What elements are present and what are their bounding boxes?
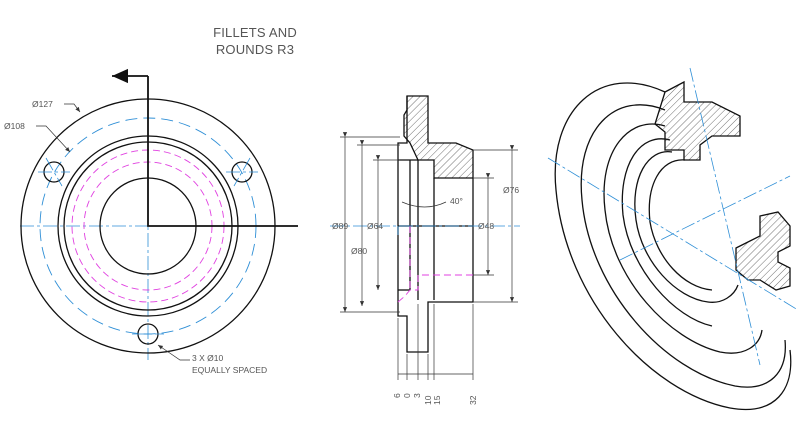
- label-dia-80: Ø80: [351, 246, 367, 256]
- front-view: Ø127 Ø108 3 X Ø10 EQUALLY SPACED: [4, 68, 298, 375]
- section-view: 40° Ø89 Ø80 Ø64 Ø48 Ø76 6 0 3 10 15: [330, 95, 520, 405]
- hidden-lower-profile: [397, 274, 473, 303]
- label-hole-spacing: EQUALLY SPACED: [192, 365, 267, 375]
- hole-right-centerline-d: [233, 157, 251, 187]
- label-x-32: 32: [468, 395, 478, 405]
- label-x-10: 10: [423, 395, 433, 405]
- isometric-view: [547, 67, 799, 411]
- label-dia-64: Ø64: [367, 221, 383, 231]
- leader-dia-127: [64, 103, 81, 113]
- title-note: FILLETS AND ROUNDS R3: [205, 24, 305, 58]
- iso-hub-step-1: [603, 123, 763, 354]
- label-dia-127: Ø127: [32, 99, 53, 109]
- title-line1: FILLETS AND: [213, 25, 297, 40]
- section-upper-hatch: [403, 95, 474, 179]
- label-x-6: 6: [392, 393, 402, 398]
- leader-dia-108: [36, 125, 71, 153]
- label-dia-48: Ø48: [478, 221, 494, 231]
- label-x-3: 3: [412, 393, 422, 398]
- label-dia-76: Ø76: [503, 185, 519, 195]
- iso-lower-cut-hatch: [735, 211, 791, 291]
- iso-cross-centerline: [619, 175, 791, 261]
- title-line2: ROUNDS R3: [215, 42, 295, 57]
- hub-outline-lower: [427, 178, 474, 316]
- iso-bore-front: [634, 151, 739, 303]
- label-x-0: 0: [402, 393, 412, 398]
- hole-left-centerline-d: [45, 157, 63, 187]
- leader-hole-note: [157, 344, 190, 361]
- iso-hub-step-2: [621, 138, 713, 327]
- flange-outline: [397, 96, 429, 353]
- iso-front-face-outer: [580, 104, 786, 388]
- iso-upper-cut-hatch: [654, 80, 741, 161]
- label-angle: 40°: [450, 196, 463, 206]
- iso-vertical-centerline: [689, 67, 761, 366]
- label-hole-count: 3 X Ø10: [192, 353, 223, 363]
- angle-arc: [401, 201, 447, 208]
- label-dia-108: Ø108: [4, 121, 25, 131]
- label-x-15: 15: [432, 395, 442, 405]
- iso-bore-back: [648, 159, 713, 291]
- cutting-plane-line: [147, 76, 298, 227]
- label-dia-89: Ø89: [332, 221, 348, 231]
- iso-outer-edge: [554, 82, 792, 411]
